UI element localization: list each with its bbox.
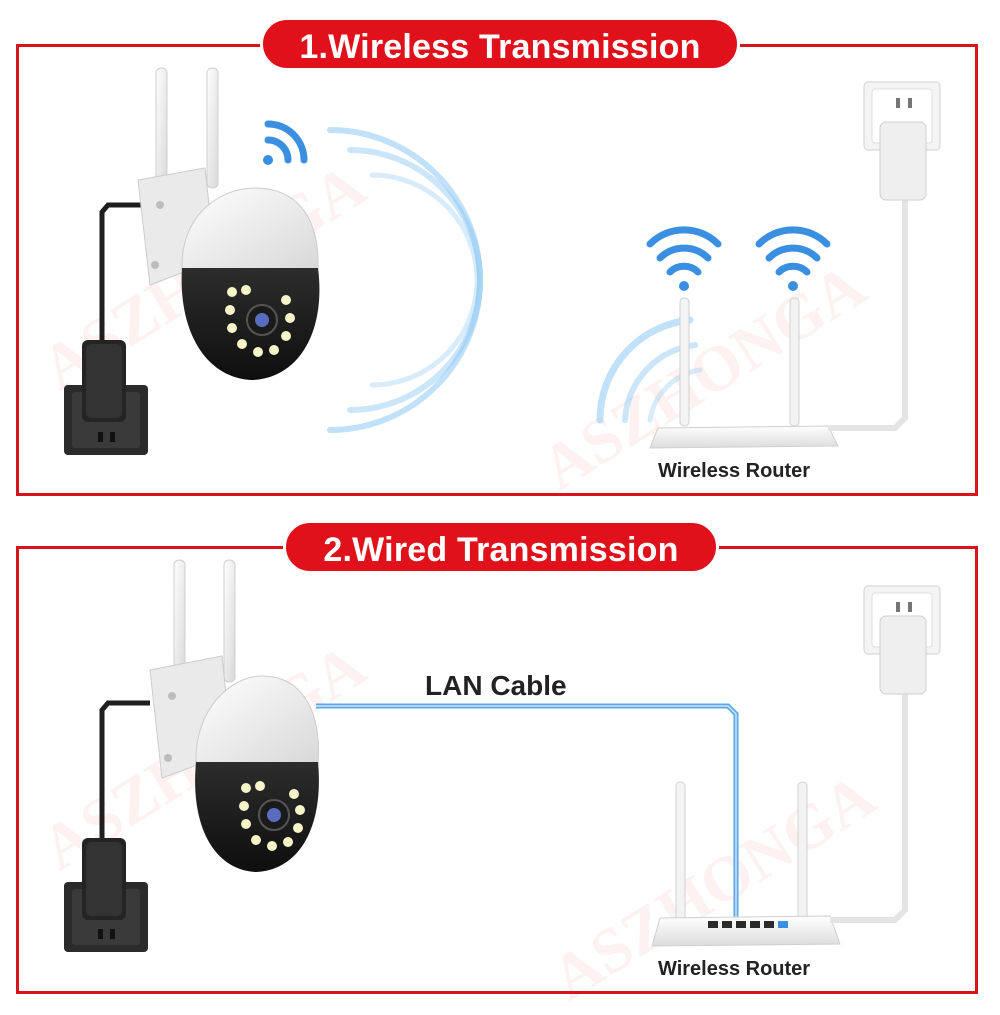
- camera-icon: [149, 559, 319, 872]
- power-adapter-icon: [879, 121, 927, 201]
- power-adapter-icon: [82, 340, 126, 422]
- lan-cable-label: LAN Cable: [425, 670, 567, 701]
- power-adapter-icon: [879, 615, 927, 695]
- camera-power-cable: [99, 700, 150, 840]
- router-power-cable: [830, 690, 908, 923]
- router-label: Wireless Router: [658, 460, 811, 482]
- lan-cable: [316, 703, 739, 918]
- wifi-icon: [646, 226, 722, 291]
- power-adapter-icon: [82, 838, 126, 920]
- router-label: Wireless Router: [658, 958, 811, 980]
- camera-power-cable: [99, 202, 150, 342]
- wifi-icon: [263, 120, 308, 165]
- camera-signal-waves: [327, 127, 483, 433]
- router-icon: [649, 297, 839, 449]
- router-power-cable: [828, 195, 908, 431]
- router-icon: [651, 781, 841, 947]
- wifi-icon: [755, 226, 831, 291]
- wired-transmission-title: 2.Wired Transmission: [283, 520, 719, 574]
- camera-icon: [137, 67, 320, 380]
- wireless-transmission-title: 1.Wireless Transmission: [260, 17, 740, 71]
